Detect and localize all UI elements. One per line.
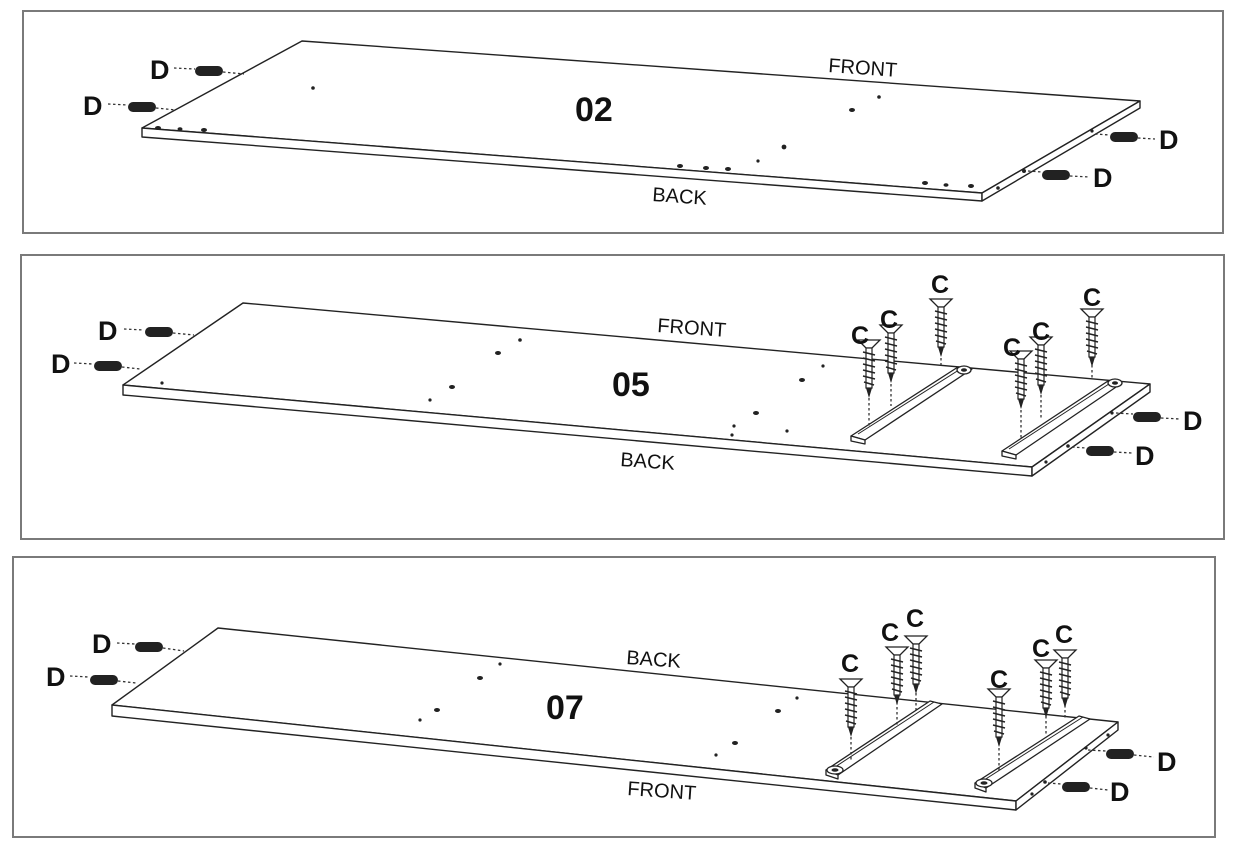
front-label: FRONT [828, 55, 898, 82]
panel-02: 02 FRONT BACK D D D D [83, 40, 1179, 210]
dowel-d-left-upper: D [92, 629, 185, 659]
dowel-label: D [1157, 747, 1177, 777]
drawer-rail-left [850, 365, 973, 445]
dowel-label: D [46, 662, 66, 692]
screw-c-2: C [881, 619, 909, 725]
dowel-label: D [1093, 163, 1113, 193]
screw-label: C [1055, 621, 1073, 649]
dowel-d-left-upper: D [150, 55, 245, 85]
back-label: BACK [652, 184, 709, 210]
dowel-label: D [150, 55, 170, 85]
screw-c-5: C [1029, 318, 1053, 420]
dowel-d-left-upper: D [98, 316, 195, 346]
screw-label: C [1032, 635, 1050, 663]
front-label: FRONT [657, 315, 727, 342]
screw-c-3: C [904, 605, 928, 710]
screw-c-6: C [1053, 621, 1077, 720]
board-side-edge [1015, 721, 1119, 811]
screw-c-6: C [1080, 284, 1104, 380]
screw-c-1: C [839, 650, 863, 760]
screw-c-2: C [879, 306, 903, 406]
dowel-label: D [98, 316, 118, 346]
drawer-rail-right [974, 715, 1091, 793]
dowel-label: D [1135, 441, 1155, 471]
panel-07: 07 BACK FRONT C C [46, 605, 1177, 811]
dowel-d-right-upper: D [1094, 125, 1179, 155]
front-label: FRONT [627, 778, 697, 805]
dowel-d-left-lower: D [46, 662, 137, 692]
screw-label: C [1003, 334, 1021, 362]
dowel-d-right-lower: D [1071, 441, 1155, 471]
board-top-face [111, 627, 1119, 802]
panel-number: 07 [546, 689, 584, 727]
board-holes [155, 86, 1094, 190]
screw-label: C [851, 322, 869, 350]
dowel-label: D [83, 91, 103, 121]
screw-c-4: C [1003, 334, 1033, 440]
dowel-label: D [1159, 125, 1179, 155]
dowel-d-right-lower: D [1027, 163, 1113, 193]
screw-label: C [841, 650, 859, 678]
screw-label: C [906, 605, 924, 633]
screw-label: C [990, 666, 1008, 694]
panel-number: 02 [575, 91, 613, 129]
back-label: BACK [620, 449, 677, 475]
dowel-label: D [92, 629, 112, 659]
screw-c-3: C [929, 271, 953, 368]
screw-label: C [880, 306, 898, 334]
dowel-d-left-lower: D [83, 91, 177, 121]
screw-c-1: C [851, 322, 881, 426]
screw-label: C [881, 619, 899, 647]
board-side-edge [1031, 383, 1151, 477]
dowel-d-left-lower: D [51, 349, 141, 379]
panel-number: 05 [612, 366, 650, 404]
screw-c-5: C [1032, 635, 1058, 735]
dowel-d-right-upper: D [1087, 747, 1177, 777]
dowel-label: D [1110, 777, 1130, 807]
drawer-rail-left [825, 700, 943, 780]
drawer-rail-right [1001, 378, 1123, 460]
board-holes [418, 662, 1110, 796]
back-label: BACK [626, 647, 683, 673]
board-holes [160, 338, 1114, 464]
dowel-d-right-lower: D [1047, 777, 1130, 807]
dowel-label: D [51, 349, 71, 379]
screw-label: C [931, 271, 949, 299]
screw-label: C [1032, 318, 1050, 346]
dowel-label: D [1183, 406, 1203, 436]
dowel-d-right-upper: D [1115, 406, 1203, 436]
board-side-edge [981, 100, 1141, 202]
panel-05: 05 FRONT BACK C C [51, 271, 1203, 477]
screw-label: C [1083, 284, 1101, 312]
screw-c-4: C [987, 666, 1011, 772]
